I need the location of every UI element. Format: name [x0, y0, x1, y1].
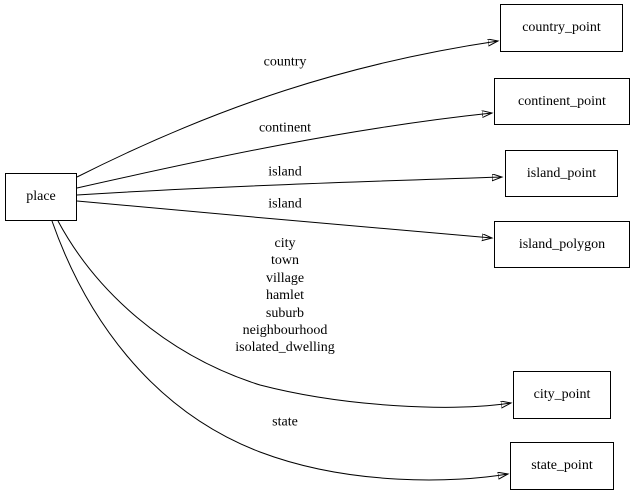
edge-label-island-point: island [268, 164, 302, 180]
edge-place-continent_point [76, 113, 492, 189]
node-city_point: city_point [513, 371, 611, 419]
edge-place-state_point [51, 220, 508, 481]
edge-place-country_point [76, 41, 498, 178]
node-state_point: state_point [510, 442, 614, 490]
edge-place-island_polygon [76, 200, 492, 238]
edge-label-country: country [263, 54, 307, 70]
node-island_point: island_point [505, 150, 618, 197]
edge-label-city-group: city town village hamlet suburb neighbou… [235, 236, 335, 356]
edge-label-state: state [272, 414, 298, 430]
edge-label-island-polygon: island [268, 196, 302, 212]
node-island_polygon: island_polygon [494, 221, 630, 268]
node-continent_point: continent_point [494, 78, 630, 125]
edge-label-continent: continent [258, 120, 312, 136]
node-place: place [5, 173, 77, 221]
edge-place-city_point [57, 220, 511, 407]
node-country_point: country_point [500, 4, 623, 52]
edge-place-island_point [76, 177, 502, 196]
